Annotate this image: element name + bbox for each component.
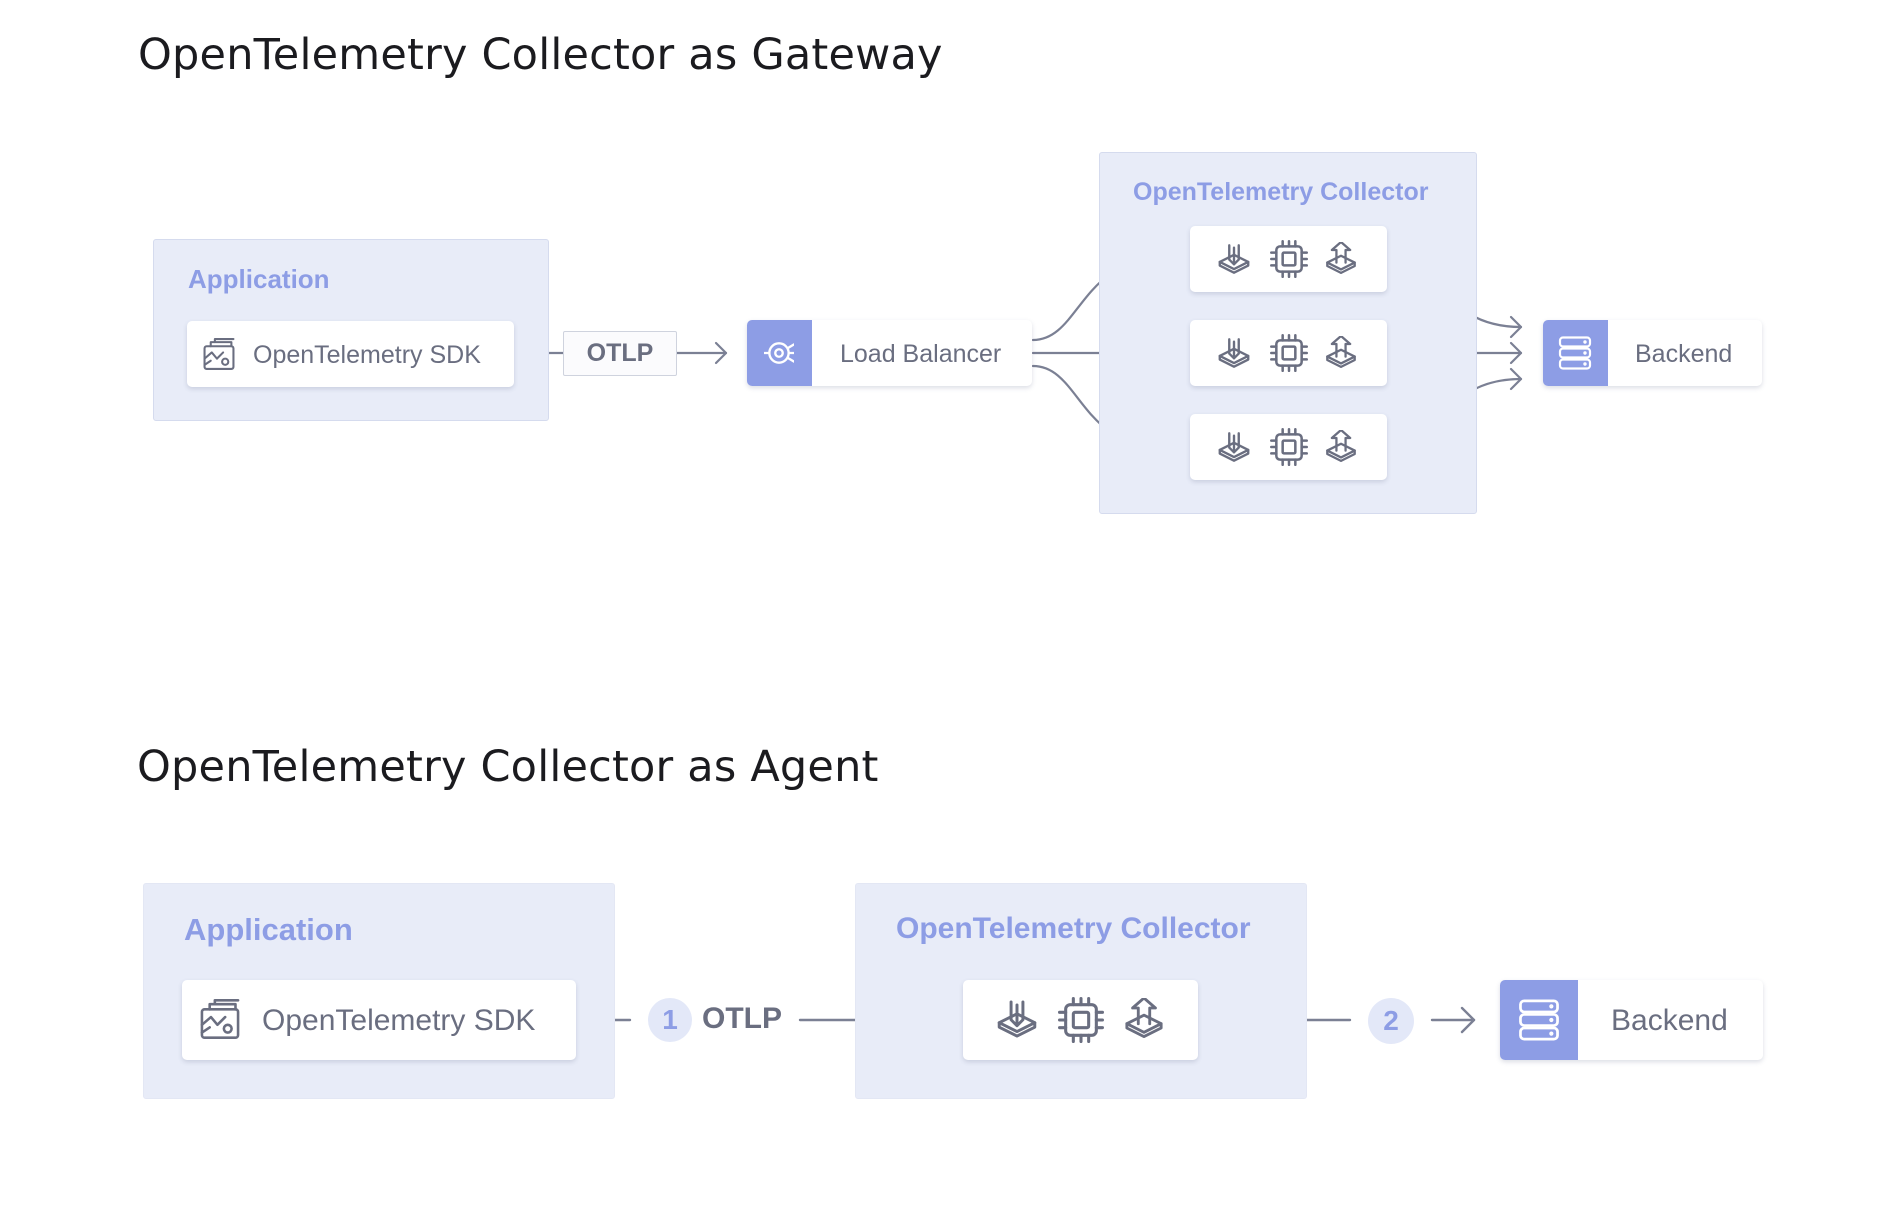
collector-instance-2[interactable]	[1190, 320, 1387, 386]
gateway-title: OpenTelemetry Collector as Gateway	[138, 30, 943, 80]
receiver-icon	[997, 1000, 1037, 1038]
gateway-sdk-label: OpenTelemetry SDK	[253, 341, 481, 369]
step-1-badge: 1	[648, 998, 692, 1042]
gateway-application-title: Application	[188, 264, 330, 294]
processor-icon	[1058, 997, 1104, 1043]
load-balancer-card[interactable]: Load Balancer	[747, 320, 1032, 386]
gateway-collector-title: OpenTelemetry Collector	[1133, 178, 1429, 206]
sdk-icon	[200, 999, 240, 1039]
agent-backend-label: Backend	[1611, 1004, 1728, 1037]
step-2-badge: 2	[1368, 998, 1414, 1044]
agent-sdk-card[interactable]: OpenTelemetry SDK	[182, 980, 576, 1060]
collector-instance-3[interactable]	[1190, 414, 1387, 480]
agent-sdk-label: OpenTelemetry SDK	[262, 1004, 536, 1037]
agent-title: OpenTelemetry Collector as Agent	[137, 742, 879, 792]
agent-otlp-label: OTLP	[702, 1002, 782, 1035]
agent-application-title: Application	[184, 912, 353, 947]
backend-tile	[1500, 980, 1578, 1060]
gateway-sdk-card[interactable]: OpenTelemetry SDK	[187, 321, 514, 387]
gateway-backend-card[interactable]: Backend	[1543, 320, 1762, 386]
gateway-backend-label: Backend	[1635, 340, 1733, 368]
exporter-icon	[1125, 998, 1163, 1038]
load-balancer-tile	[747, 320, 812, 386]
agent-backend-card[interactable]: Backend	[1500, 980, 1763, 1060]
backend-tile	[1543, 320, 1608, 386]
gateway-otlp-label: OTLP	[563, 331, 677, 376]
collector-instance-1[interactable]	[1190, 226, 1387, 292]
server-icon	[1519, 999, 1559, 1041]
load-balancer-label: Load Balancer	[840, 340, 1002, 368]
agent-collector-instance[interactable]	[963, 980, 1198, 1060]
agent-collector-title: OpenTelemetry Collector	[896, 912, 1251, 945]
